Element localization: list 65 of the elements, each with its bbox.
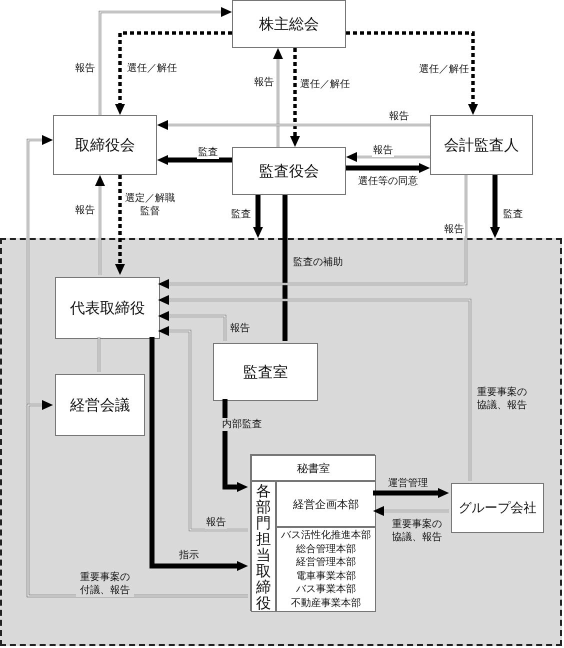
edge-label: 報告 [74,62,96,75]
arrow [158,311,226,342]
arrow [253,195,263,238]
arrow [158,295,472,482]
arrow [346,163,430,173]
org-box: グループ会社 [451,483,544,533]
arrow [273,48,283,148]
edge-label: 報告 [372,144,394,157]
edge-label: 監査 [197,146,219,159]
arrow [115,31,232,115]
edge-label: 選定／解職監督 [123,192,177,218]
department-name: バス事業本部 [296,583,356,596]
org-box: 経営会議 [55,374,145,436]
edge-label: 報告 [253,76,275,89]
edge-label: 重要事案の付議、報告 [76,571,134,597]
org-box: 秘書室 [251,455,376,481]
arrow [290,48,300,147]
edge-label: 運営管理 [387,477,429,490]
arrow [157,120,430,130]
arrow [150,337,248,571]
edge-label: 監査の補助 [292,256,344,269]
edge-label: 報告 [388,110,410,123]
edge-label: 監査 [502,208,524,221]
arrow [222,399,248,492]
arrow [158,326,248,532]
department-name: 電車事業本部 [296,570,356,583]
department-name: バス活性化推進本部 [281,529,371,542]
arrow [346,152,430,162]
edge-label: 報告 [74,204,96,217]
edge-label: 報告 [229,322,251,335]
org-box: 代表取締役 [55,277,160,339]
arrow [157,155,232,165]
org-box: 株主総会 [232,0,346,48]
department-box [250,454,375,611]
arrow [158,174,468,289]
edge-label: 選任／解任 [418,63,470,76]
list-box [276,527,376,612]
arrow [95,175,105,276]
edge-label: 監査 [230,208,252,221]
edge-label: 選任等の同意 [357,175,419,188]
org-box: 経営企画本部 [276,481,376,527]
connector-line [98,336,100,372]
arrow [115,175,125,275]
arrow [98,7,232,116]
arrow [373,488,449,498]
department-name: 経営管理本部 [296,556,356,570]
org-box: 監査役会 [232,147,346,195]
arrow [373,506,450,516]
org-box: 取締役会 [53,115,157,175]
edge-label: 内部監査 [221,418,263,431]
org-box: 各部門担当取締役 [251,481,276,612]
arrow [26,400,248,598]
department-name: 不動産事業本部 [291,596,361,610]
org-box: 監査室 [213,343,318,401]
connector-line [282,195,288,341]
edge-label: 指示 [178,549,200,562]
department-name: 総合管理本部 [296,542,356,556]
edge-label: 選任／解任 [126,62,178,75]
edge-label: 報告 [443,223,465,236]
dashed-region [0,238,562,646]
arrow [346,31,478,115]
arrow [490,175,500,238]
edge-label: 選任／解任 [299,78,351,91]
org-box: 会計監査人 [430,115,533,175]
edge-label: 報告 [205,516,227,529]
